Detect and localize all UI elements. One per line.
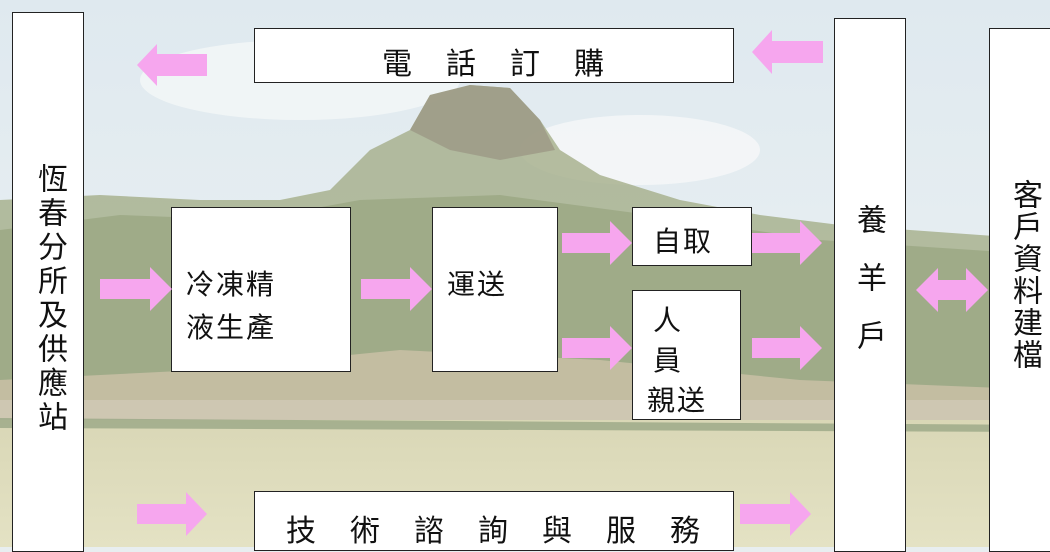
- delivery-line-3: 親送: [647, 384, 708, 417]
- phone-order-label: 電 話 訂 購: [382, 47, 606, 82]
- staff-delivery-box: 人 員 親送: [632, 290, 741, 420]
- delivery-line-1: 人: [653, 304, 684, 337]
- branch-and-supply-station-box: 恆春分所及供應站: [12, 12, 84, 552]
- transport-box: 運送: [432, 207, 558, 372]
- frozen-semen-production-box: 冷凍精 液生產: [171, 207, 351, 372]
- technical-consulting-label: 技 術 諮 詢 與 服 務: [286, 514, 702, 549]
- production-line-2: 液生產: [186, 311, 277, 344]
- customer-records-box: 客戶資料建檔: [989, 28, 1050, 552]
- goat-farmers-box: 養羊戶: [834, 18, 906, 552]
- self-pickup-box: 自取: [632, 207, 752, 266]
- goat-farmers-label: 養羊戶: [851, 204, 886, 378]
- production-line-1: 冷凍精: [186, 268, 277, 301]
- branch-and-supply-station-label: 恆春分所及供應站: [32, 163, 67, 435]
- transport-label: 運送: [447, 268, 508, 301]
- technical-consulting-box: 技 術 諮 詢 與 服 務: [254, 491, 734, 551]
- customer-records-label: 客戶資料建檔: [1007, 179, 1042, 371]
- delivery-line-2: 員: [653, 344, 684, 377]
- self-pickup-label: 自取: [653, 225, 714, 258]
- phone-order-box: 電 話 訂 購: [254, 28, 734, 83]
